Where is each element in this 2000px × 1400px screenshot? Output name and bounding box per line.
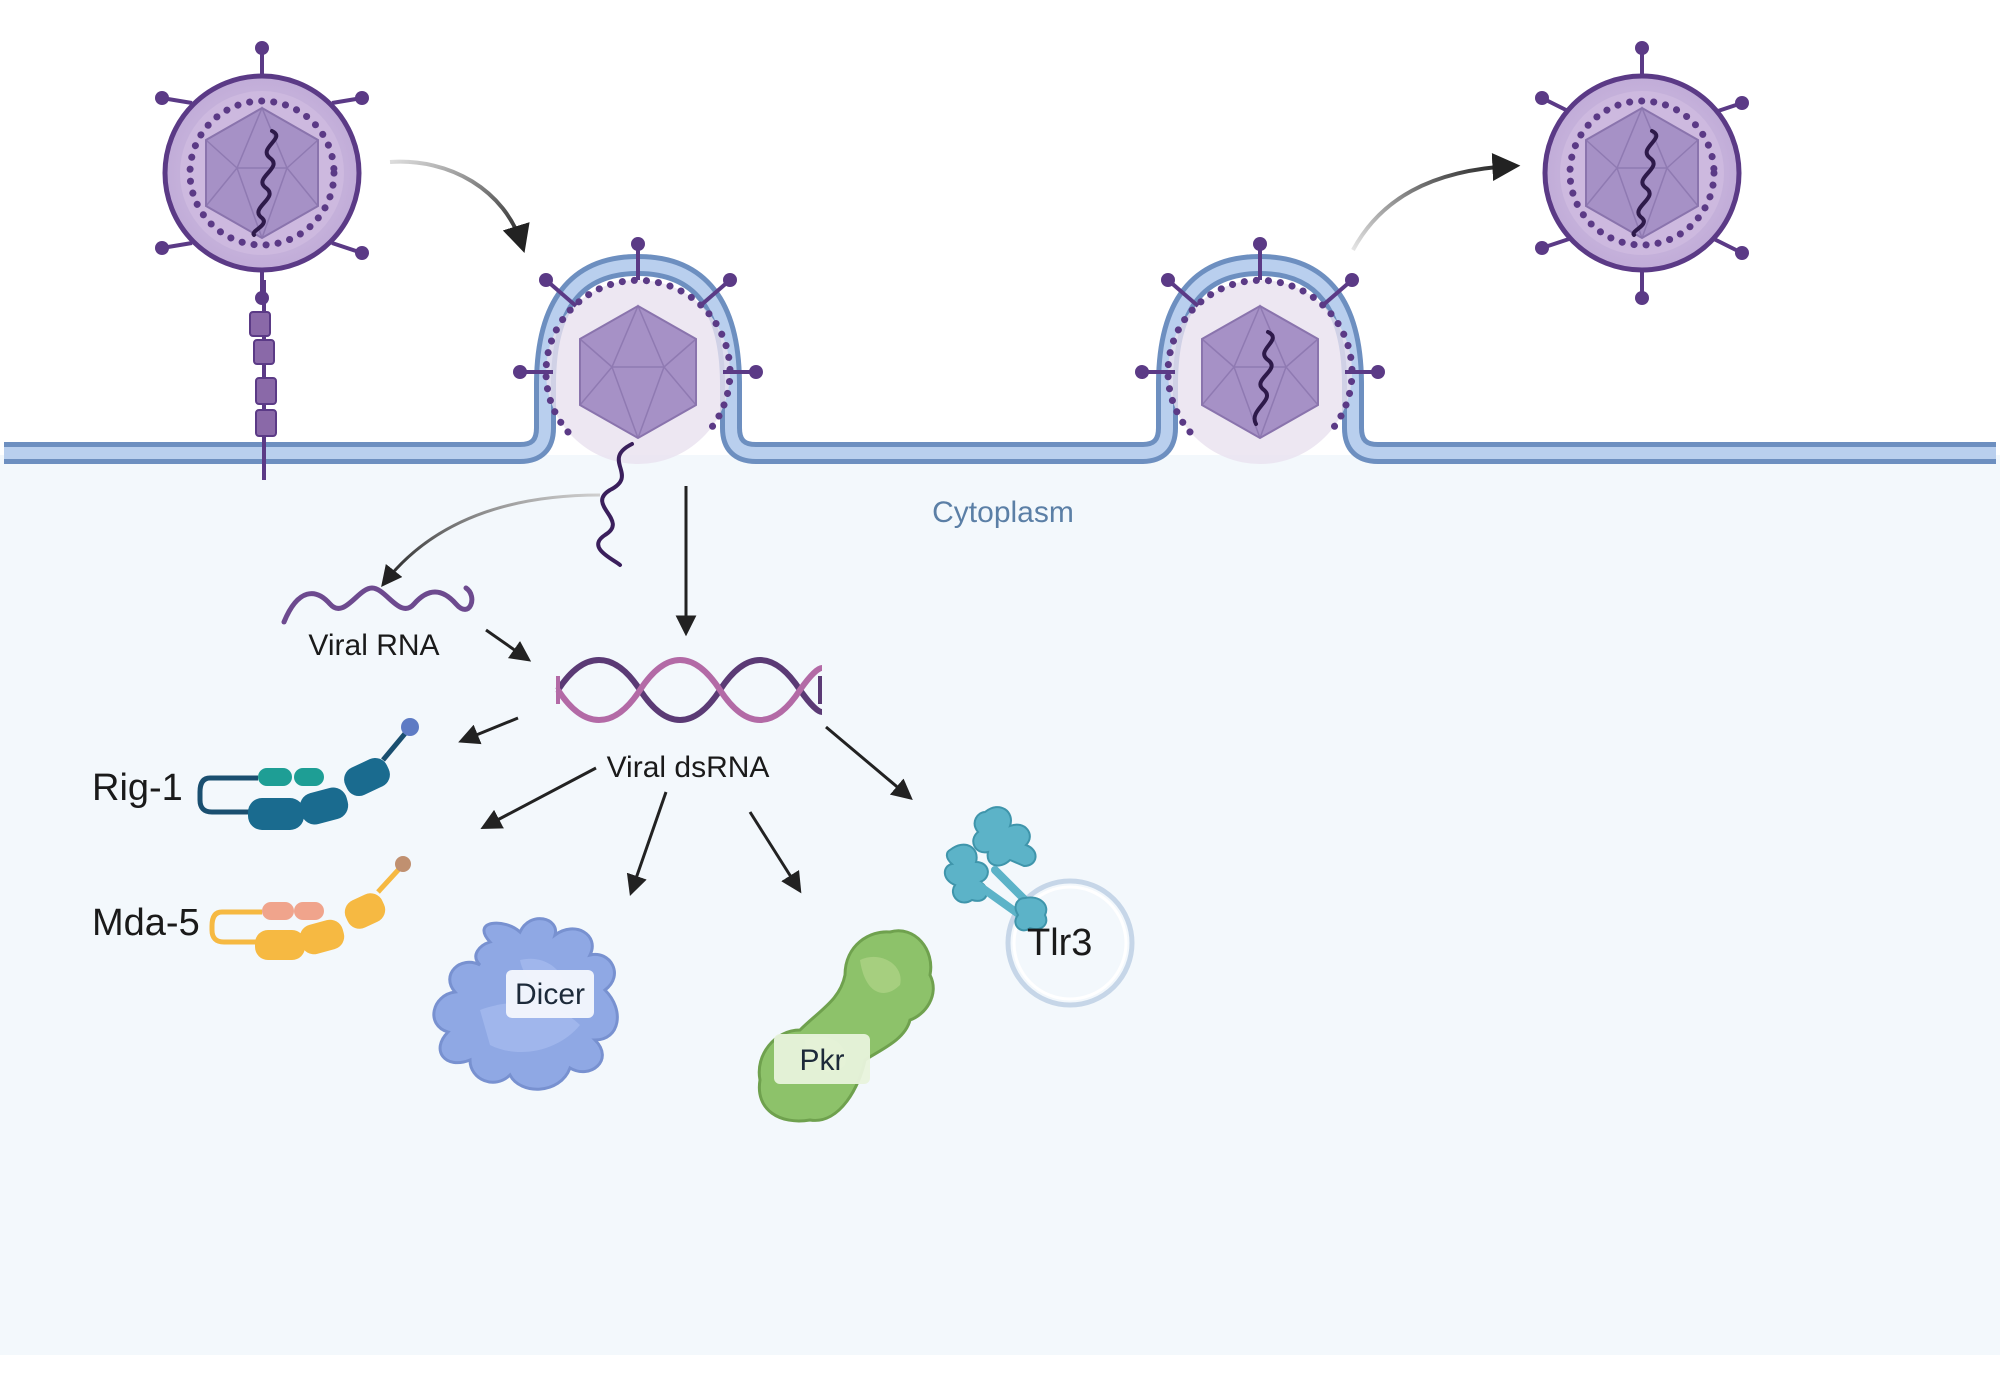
membrane-receptor xyxy=(249,280,277,480)
arrow-to-viral-rna xyxy=(381,493,601,587)
plasma-membrane xyxy=(4,254,1996,464)
viral-rna-label: Viral RNA xyxy=(308,629,439,662)
tlr3-protein xyxy=(943,806,1048,932)
viral-rna-released xyxy=(596,442,634,567)
tlr3-endosome xyxy=(1005,878,1135,1008)
pkr-protein: Pkr xyxy=(757,929,935,1123)
viral-dsrna-helix xyxy=(555,657,823,723)
cytoplasm-label: Cytoplasm xyxy=(932,496,1074,529)
dicer-tag xyxy=(506,970,594,1018)
viral-rna-strand xyxy=(281,585,475,625)
arrow-dsrna-to-rig1 xyxy=(458,716,519,745)
viral-dsrna-label: Viral dsRNA xyxy=(607,751,770,784)
arrow-dsrna-to-pkr xyxy=(748,811,802,894)
arrow-dsrna-to-mda5 xyxy=(480,766,597,829)
virion-extracellular-right xyxy=(1535,41,1749,305)
arrow-dsrna-to-tlr3 xyxy=(825,725,913,801)
mda5-protein xyxy=(209,856,411,960)
virion-extracellular-left xyxy=(155,41,369,305)
mda5-label: Mda-5 xyxy=(92,902,200,944)
virion-entering xyxy=(513,237,763,464)
dicer-label: Dicer xyxy=(515,978,585,1011)
dicer-protein: Dicer xyxy=(432,917,619,1091)
pkr-label: Pkr xyxy=(800,1044,845,1077)
arrow-dsrna-to-dicer xyxy=(626,791,668,896)
tlr3-label: Tlr3 xyxy=(1027,922,1092,964)
rig1-label: Rig-1 xyxy=(92,767,183,809)
virion-budding xyxy=(1135,237,1385,464)
arrow-virus-release xyxy=(1351,152,1521,251)
arrow-virus-entry xyxy=(389,159,530,254)
pkr-tag xyxy=(774,1034,870,1084)
rig1-protein xyxy=(197,718,419,830)
arrow-rna-to-dsrna xyxy=(485,628,532,662)
